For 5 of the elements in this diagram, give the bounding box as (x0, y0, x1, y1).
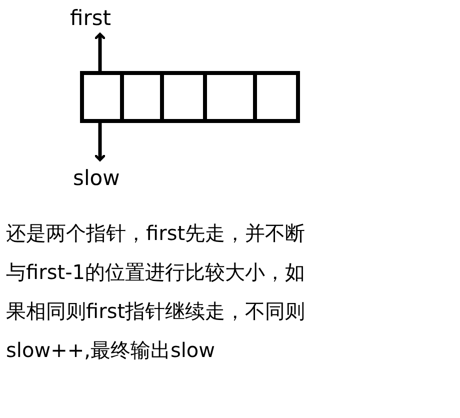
pointer-label: first (70, 6, 112, 30)
description-text: 还是两个指针，first先走，并不断与first-1的位置进行比较大小，如果相同则first指针继续走，不同则slow++,最终输出slow (6, 220, 306, 364)
pointer-arrow (94, 123, 106, 162)
pointer-arrow (94, 32, 106, 71)
pointer-label: slow (73, 166, 120, 190)
